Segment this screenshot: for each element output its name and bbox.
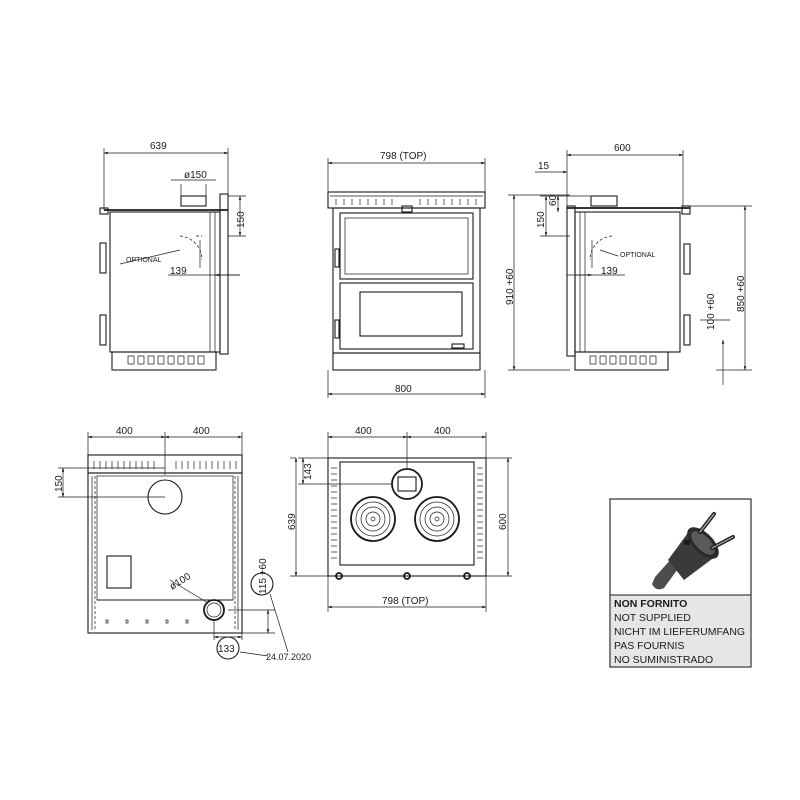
plug-notice-panel: NON FORNITO NOT SUPPLIED NICHT IM LIEFER… [609, 498, 752, 668]
dim-side-right-offset: 139 [601, 266, 618, 277]
dim-side-right-width: 600 [614, 143, 631, 154]
dim-side-left-width: 639 [150, 141, 167, 152]
top-view: 400 400 [287, 426, 512, 612]
front-view: 798 (TOP) 800 [327, 151, 486, 398]
side-right-optional-label: OPTIONAL [620, 252, 656, 259]
dim-top-depth-right: 600 [498, 513, 509, 530]
dim-side-right-flue-offset: 60 [548, 194, 559, 206]
plug-notice-line-2: NOT SUPPLIED [614, 612, 691, 624]
dim-side-right-flue-height: 150 [536, 211, 547, 228]
dim-top-top-width: 798 (TOP) [382, 596, 429, 607]
rear-view: 400 400 150 [54, 426, 311, 662]
plug-notice-text-area [611, 595, 750, 666]
dim-rear-flue-height: 150 [54, 475, 65, 492]
dim-top-half-right: 400 [434, 426, 451, 437]
dim-rear-inlet-offset: 133 [218, 644, 235, 655]
dim-front-width: 800 [395, 384, 412, 395]
side-left-optional-label: OPTIONAL [126, 257, 162, 264]
plug-notice-line-1: NON FORNITO [614, 598, 687, 610]
dim-side-left-flue-height: 150 [236, 211, 247, 228]
side-view-left: 639 ø150 OPTIONAL 150 139 [99, 141, 247, 371]
dim-rear-inlet-diameter: ø100 [168, 571, 194, 593]
plug-notice-line-4: PAS FOURNIS [614, 640, 684, 652]
plug-notice-line-3: NICHT IM LIEFERUMFANG [614, 626, 745, 638]
dim-rear-half-right: 400 [193, 426, 210, 437]
dim-side-left-flue-diameter: ø150 [184, 170, 207, 181]
dim-top-depth: 639 [287, 513, 298, 530]
dim-side-right-total-height: 910 +60 [505, 268, 516, 305]
dim-rear-inlet-height-value: 115 +60 [258, 558, 269, 594]
dim-top-half-left: 400 [355, 426, 372, 437]
dim-side-right-height: 850 +60 [736, 275, 747, 312]
dim-front-top-width: 798 (TOP) [380, 151, 427, 162]
plug-icon [652, 512, 735, 590]
side-view-right: 910 +60 600 15 150 60 OPTIONAL [505, 143, 752, 385]
plug-notice-line-5: NO SUMINISTRADO [614, 654, 713, 666]
dim-top-flue-offset: 143 [303, 463, 314, 480]
dim-side-left-offset: 139 [170, 266, 187, 277]
dim-rear-half-left: 400 [116, 426, 133, 437]
drawing-date: 24.07.2020 [266, 652, 311, 662]
dim-side-right-offset-top: 15 [538, 161, 550, 172]
dim-side-right-leg-height: 100 +60 [706, 293, 717, 330]
